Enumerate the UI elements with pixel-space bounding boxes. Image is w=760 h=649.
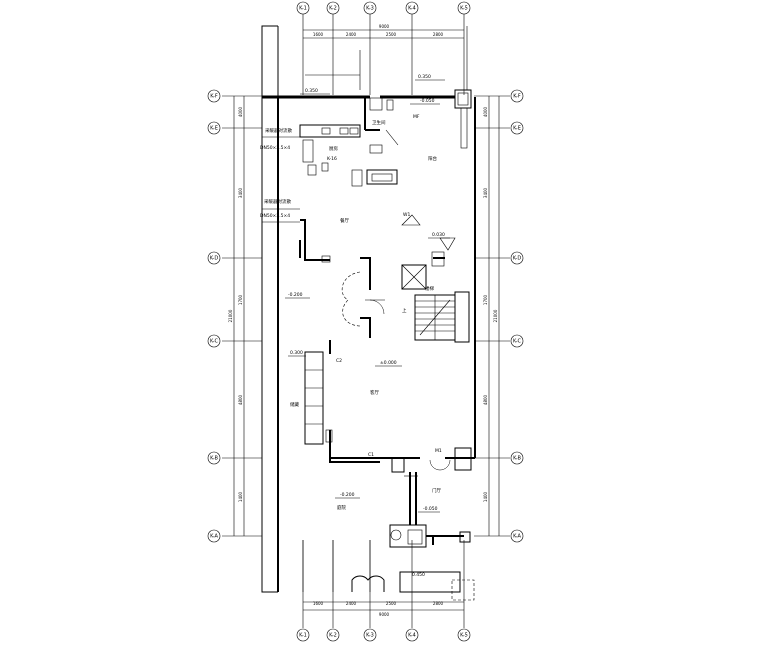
axis-right-d: K-D: [513, 256, 522, 262]
left-total-dim: 21000: [228, 309, 233, 322]
bottom-garden: [302, 540, 475, 601]
level-center: ±0.000: [380, 360, 397, 366]
axis-right-b: K-B: [513, 456, 521, 462]
window-label-c2: C2: [336, 358, 342, 364]
stair-up-label: 上: [402, 307, 407, 314]
axis-right-e: K-E: [513, 126, 521, 132]
top-dimension-chain: 9000 1600 2400 2500 2800: [302, 14, 465, 95]
level-bottom-right-2: 0.450: [412, 572, 425, 578]
top-dim-2: 2400: [346, 32, 357, 37]
axis-top-5: K-5: [460, 6, 468, 12]
top-total-dim: 9000: [379, 24, 390, 29]
left-dim-5: 1400: [238, 491, 243, 502]
annotations-left: 采暖器对流散 DN50×2.5×4 采暖器对流散 DN50×2.5×4: [260, 127, 300, 223]
top-right-structures: [385, 89, 472, 149]
axis-bottom-3: K-3: [366, 633, 374, 639]
axis-bottom-2: K-2: [329, 633, 337, 639]
level-center-right: 0.030: [432, 232, 445, 238]
interior-walls: [299, 219, 445, 463]
level-bottom-right: -0.050: [423, 506, 438, 512]
right-dimension-chain: 4000 3400 1700 4800 1400 21000: [474, 95, 510, 537]
top-dim-4: 2800: [433, 32, 444, 37]
bottom-dim-2: 2400: [346, 601, 357, 606]
room-label-bath: 卫生间: [372, 119, 386, 126]
axis-bottom-5: K-5: [460, 633, 468, 639]
pipe-note-2: DN50×2.5×4: [260, 213, 290, 219]
kitchen-code-label: K-16: [327, 156, 337, 162]
room-label-balcony: 阳台: [428, 155, 437, 162]
dashed-curve: [341, 271, 385, 327]
level-top-right: -0.050: [420, 98, 435, 104]
top-axis-bubbles: K-1 K-2 K-3 K-4 K-5: [296, 1, 471, 15]
room-label-kitchen: 厨房: [329, 145, 338, 152]
axis-left-c: K-C: [210, 339, 219, 345]
left-dimension-chain: 4000 3400 1700 4800 1400 21000: [222, 95, 262, 537]
level-top-left: 0.350: [305, 88, 318, 94]
left-dim-3: 1700: [238, 294, 243, 305]
right-dim-5: 1400: [483, 491, 488, 502]
level-bottom-center: -0.200: [340, 492, 355, 498]
right-axis-bubbles: K-F K-E K-D K-C K-B K-A: [510, 89, 524, 543]
bottom-axis-bubbles: K-1 K-2 K-3 K-4 K-5: [296, 628, 471, 642]
service-shaft: [401, 214, 456, 290]
bottom-dim-4: 2800: [433, 601, 444, 606]
axis-left-e: K-E: [210, 126, 218, 132]
bottom-dim-3: 2500: [386, 601, 397, 606]
kitchen-area: 厨房 K-16 卫生间: [299, 97, 398, 187]
axis-top-3: K-3: [366, 6, 374, 12]
axis-top-2: K-2: [329, 6, 337, 12]
axis-left-f: K-F: [210, 94, 218, 100]
top-dim-1: 1600: [313, 32, 324, 37]
left-dim-1: 4000: [238, 106, 243, 117]
axis-left-b: K-B: [210, 456, 218, 462]
axis-left-a: K-A: [210, 534, 218, 540]
door-label-w1: W1: [403, 212, 410, 218]
room-label-dining: 餐厅: [340, 217, 349, 224]
axis-left-d: K-D: [210, 256, 219, 262]
note-radiator-2: 采暖器对流散: [264, 198, 291, 205]
level-left-mid: -0.200: [288, 292, 303, 298]
exterior-walls: [262, 95, 476, 592]
axis-top-1: K-1: [299, 6, 307, 12]
room-label-living: 客厅: [370, 389, 379, 396]
axis-bottom-1: K-1: [299, 633, 307, 639]
axis-top-4: K-4: [408, 6, 416, 12]
top-dim-3: 2500: [386, 32, 397, 37]
door-label-mf: MF: [413, 114, 420, 120]
bottom-dim-1: 1600: [313, 601, 324, 606]
pipe-note-1: DN50×2.5×4: [260, 145, 290, 151]
room-labels: 餐厅 客厅 阳台 门厅 庭院 W1 M1 C1 C2 MF: [336, 114, 442, 511]
entrance-area: [389, 447, 472, 548]
right-dim-1: 4000: [483, 106, 488, 117]
right-dim-2: 3400: [483, 187, 488, 198]
room-label-storage: 储藏: [290, 401, 299, 408]
right-dim-3: 1700: [483, 294, 488, 305]
axis-right-c: K-C: [513, 339, 522, 345]
axis-right-a: K-A: [513, 534, 521, 540]
level-markers: 0.350 -0.050 0.350 -0.200 0.300 ±0.000 0…: [285, 74, 450, 578]
right-dim-4: 4800: [483, 394, 488, 405]
level-left-lower: 0.300: [290, 350, 303, 356]
bottom-total-dim: 9000: [379, 612, 390, 617]
room-label-stair: 楼梯: [425, 285, 434, 292]
room-label-hall: 门厅: [432, 487, 441, 494]
room-label-courtyard: 庭院: [337, 504, 346, 511]
door-label-m1: M1: [435, 448, 442, 454]
window-label-c1: C1: [368, 452, 374, 458]
note-radiator-1: 采暖器对流散: [265, 127, 292, 134]
left-axis-bubbles: K-F K-E K-D K-C K-B K-A: [207, 89, 221, 543]
axis-right-f: K-F: [513, 94, 521, 100]
level-top-right-2: 0.350: [418, 74, 431, 80]
axis-bottom-4: K-4: [408, 633, 416, 639]
left-storage-block: 储藏: [290, 351, 333, 445]
staircase: 上 楼梯: [402, 285, 470, 343]
left-dim-2: 3400: [238, 187, 243, 198]
right-total-dim: 21000: [493, 309, 498, 322]
left-dim-4: 4800: [238, 394, 243, 405]
